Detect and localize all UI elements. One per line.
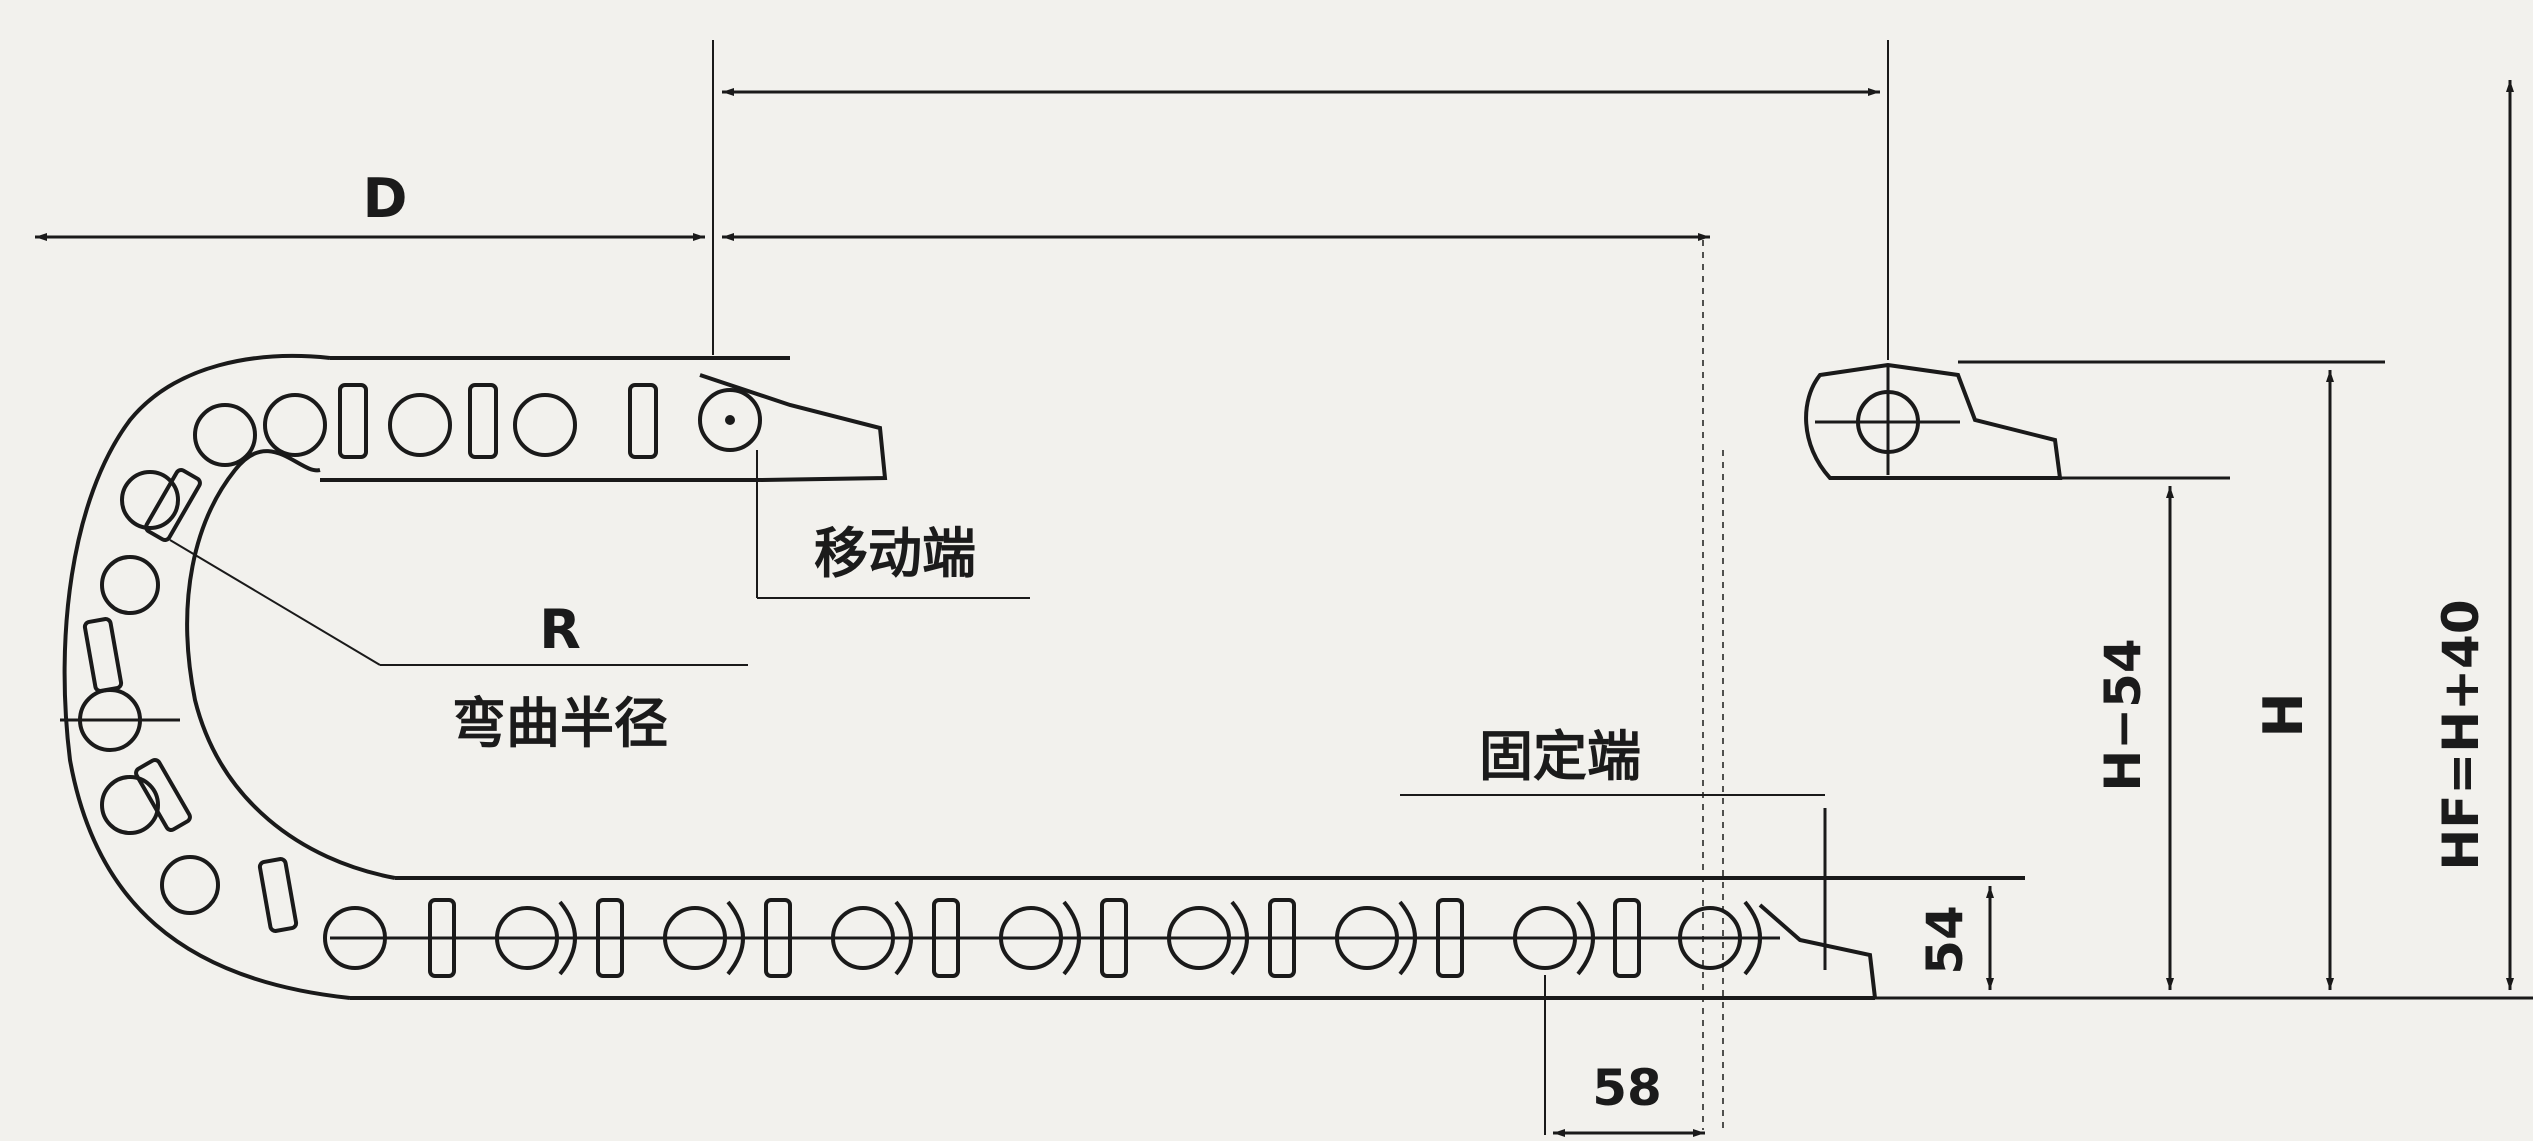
upper-links	[193, 383, 658, 467]
link-height-dimension: 54	[1916, 886, 1994, 990]
fixed-end-bracket	[1758, 808, 1877, 999]
h-minus-dimension: H−54	[2094, 486, 2174, 990]
hf-label: HF=H+40	[2432, 599, 2490, 870]
pitch-label: 58	[1592, 1059, 1662, 1117]
moving-end-bracket	[698, 373, 888, 482]
moving-end-detail	[1804, 360, 2385, 480]
h-minus-label: H−54	[2094, 638, 2152, 791]
moving-end-label: 移动端	[814, 522, 976, 585]
h-label: H	[2252, 692, 2315, 737]
moving-end-callout: 移动端	[756, 450, 1030, 599]
bend-radius-label: 弯曲半径	[452, 692, 668, 755]
bend-radius-callout: R 弯曲半径	[169, 539, 748, 755]
pitch-dimension: 58	[1544, 975, 1705, 1137]
chain-outline	[62, 354, 2025, 1000]
r-label: R	[539, 598, 581, 661]
fixed-end-label: 固定端	[1479, 725, 1641, 788]
d-label: D	[363, 167, 408, 230]
h-dimension: H	[2252, 370, 2334, 990]
lower-links	[330, 898, 1780, 978]
overall-length-dimension	[712, 40, 1889, 360]
travel-dimension	[722, 233, 1724, 1130]
hf-dimension: HF=H+40	[2432, 80, 2514, 990]
link-height-label: 54	[1916, 905, 1974, 975]
fixed-end-callout: 固定端	[1400, 725, 1825, 796]
curved-links	[60, 468, 387, 970]
d-dimension: D	[35, 167, 705, 241]
